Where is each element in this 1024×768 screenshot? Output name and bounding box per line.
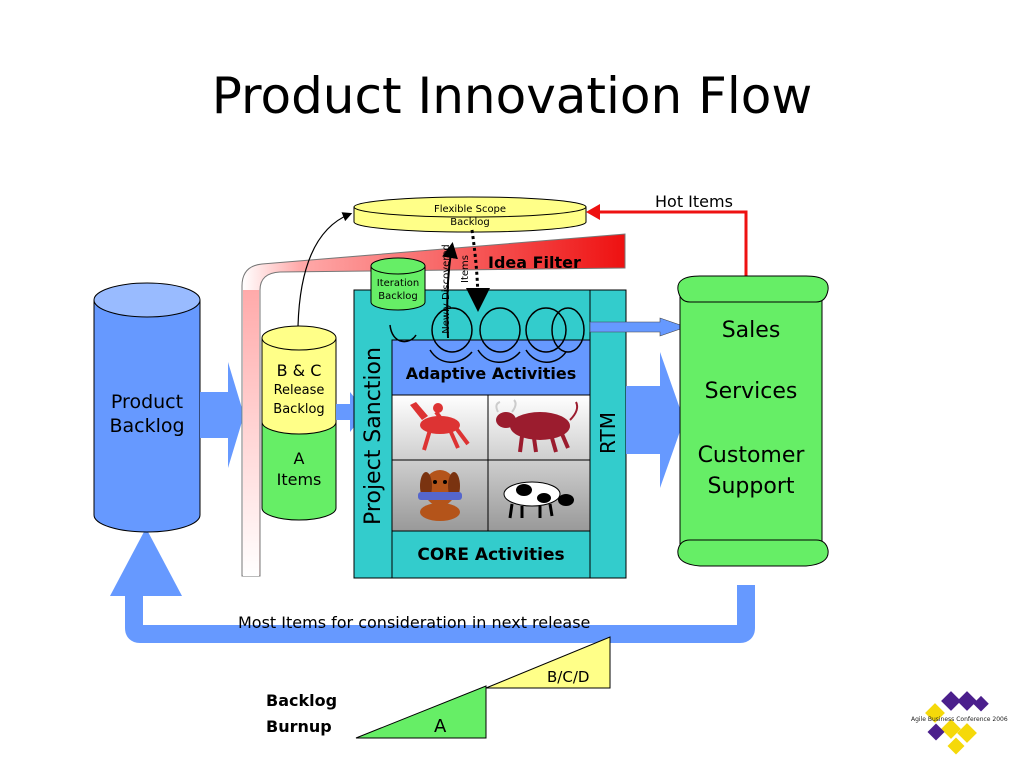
iteration-backlog-label-line1: Iteration: [376, 278, 420, 289]
sales-scroll: [677, 275, 829, 567]
cow-icon: [503, 481, 574, 519]
product-backlog-label: Product Backlog: [97, 390, 197, 438]
project-sanction-frame: [353, 289, 627, 579]
items-label: Items: [460, 255, 471, 283]
customer-support-label-line2: Support: [707, 474, 795, 499]
release-backlog-label-line1: B & C: [276, 361, 322, 380]
page-title: Product Innovation Flow: [211, 67, 813, 125]
iteration-backlog-label-line2: Backlog: [378, 291, 418, 302]
a-items-label-line2: Items: [276, 470, 322, 489]
release-backlog-label: B & C Release Backlog: [259, 361, 339, 419]
idea-filter-label: Idea Filter: [488, 253, 581, 272]
arrow-to-sanction: [336, 392, 366, 432]
horse-rider-icon: [410, 402, 470, 451]
arrow-to-release: [200, 362, 244, 468]
newly-discovered-arrow-down: [465, 229, 490, 312]
curve-arrow-to-flexible: [297, 212, 353, 327]
flexible-scope-cylinder: [353, 196, 587, 233]
backlog-burnup-label-line1: Backlog: [266, 691, 338, 710]
newly-discovered-arrow-up: [442, 242, 458, 339]
conference-logo: [925, 691, 989, 755]
iteration-loops: [389, 307, 585, 363]
newly-discovered-label: Newly Discovered: [441, 244, 452, 334]
burnup-a-label: A: [434, 716, 447, 737]
arrow-to-sales-thin: [589, 317, 687, 337]
conference-logo-text: Agile Business Conference 2006: [911, 716, 1008, 723]
services-label: Services: [704, 379, 798, 404]
a-items-label-line1: A: [293, 449, 305, 468]
adaptive-activities-label: Adaptive Activities: [405, 364, 577, 383]
flexible-scope-label: Flexible Scope Backlog: [400, 203, 540, 229]
iteration-backlog-cylinder: [370, 257, 426, 311]
idea-filter-bar: [241, 233, 626, 577]
core-activities-label: CORE Activities: [417, 545, 565, 565]
release-backlog-label-line3: Backlog: [273, 402, 325, 417]
bull-icon: [495, 399, 579, 453]
dog-icon: [418, 470, 462, 521]
project-sanction-label: Project Sanction: [361, 347, 386, 525]
feedback-arrow: [110, 528, 755, 643]
burnup-bcd-label: B/C/D: [547, 668, 590, 686]
product-backlog-label-line1: Product: [110, 391, 184, 413]
release-backlog-cylinder: [261, 325, 337, 521]
flexible-scope-label-line2: Backlog: [450, 217, 490, 228]
a-items-label: A Items: [259, 448, 339, 490]
most-items-label: Most Items for consideration in next rel…: [238, 613, 591, 632]
hot-items-arrow: [586, 204, 748, 276]
flexible-scope-label-line1: Flexible Scope: [433, 204, 507, 215]
rtm-label: RTM: [596, 412, 620, 454]
customer-support-label: Customer Support: [681, 440, 821, 502]
backlog-burnup-label: Backlog Burnup: [266, 688, 337, 740]
customer-support-label-line1: Customer: [697, 443, 805, 468]
product-backlog-cylinder: [93, 282, 201, 533]
sales-label: Sales: [721, 318, 781, 343]
backlog-burnup-label-line2: Burnup: [266, 717, 332, 736]
arrow-rtm-to-sales: [626, 352, 684, 488]
iteration-backlog-label: Iteration Backlog: [368, 277, 428, 303]
product-backlog-label-line2: Backlog: [109, 415, 185, 437]
release-backlog-label-line2: Release: [273, 383, 325, 398]
hot-items-label: Hot Items: [655, 192, 733, 211]
burnup-chart: [355, 636, 611, 739]
